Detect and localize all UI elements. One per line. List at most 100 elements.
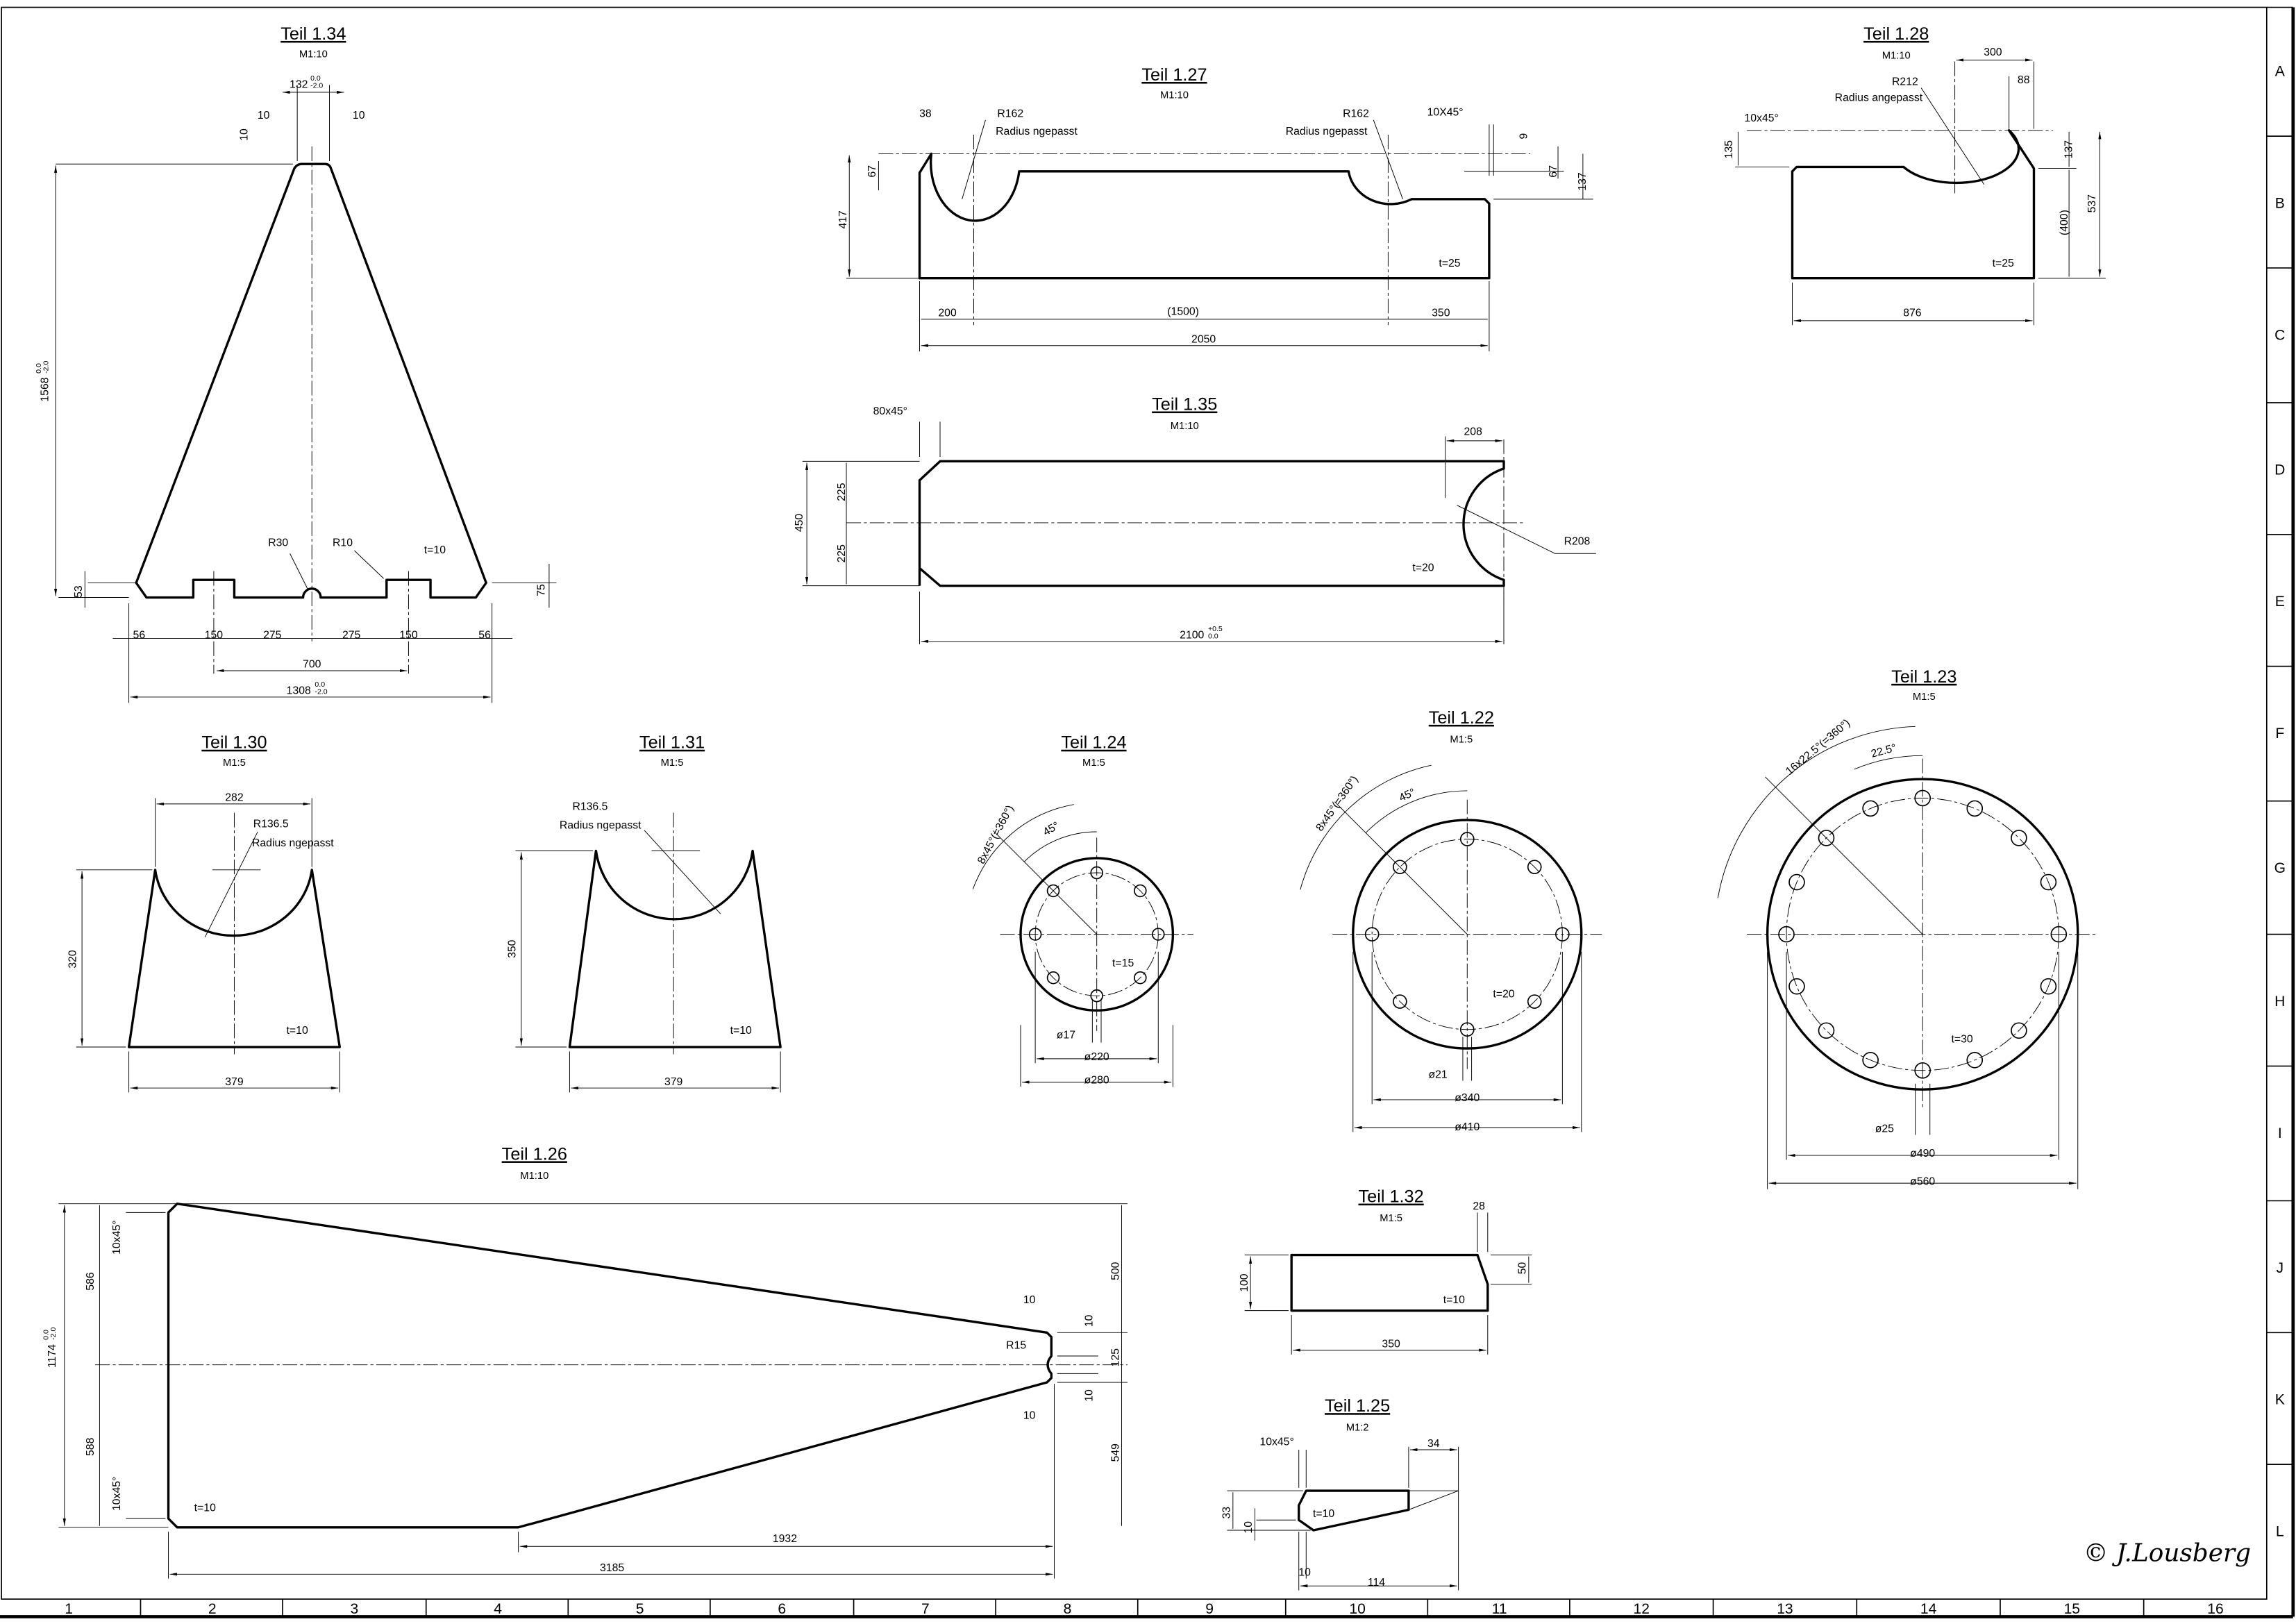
radius-label: R15 xyxy=(1006,1339,1026,1351)
dimension: ø21 xyxy=(1428,1069,1447,1080)
zone-letter: J xyxy=(2277,1260,2284,1276)
dimension: 2100 xyxy=(1180,630,1204,642)
thickness-label: t=10 xyxy=(730,1025,752,1037)
dimension: 33 xyxy=(1221,1507,1233,1519)
part-1-27 xyxy=(846,119,1593,352)
dimension: 10 xyxy=(1083,1389,1095,1402)
dimension: 100 xyxy=(1239,1273,1250,1292)
signature: © J.Lousberg xyxy=(2084,1539,2251,1567)
part-scale: M1:5 xyxy=(1380,1213,1402,1224)
part-scale: M1:10 xyxy=(1882,50,1911,61)
dimension: 350 xyxy=(506,939,518,958)
radius-label: R162 xyxy=(1343,108,1369,120)
part-title: Teil 1.31 xyxy=(639,733,705,753)
thickness-label: t=10 xyxy=(194,1502,216,1514)
tolerance-label: 0.0-2.0 xyxy=(35,361,51,374)
part-1-31 xyxy=(515,812,782,1093)
part-1-28-outline xyxy=(1791,129,2036,280)
part-1-32 xyxy=(1244,1212,1532,1355)
note: Radius ngepasst xyxy=(252,837,334,849)
dimension: 137 xyxy=(1577,172,1589,190)
thickness-label: t=10 xyxy=(287,1025,308,1037)
dimension: 282 xyxy=(225,792,243,804)
part-scale: M1:2 xyxy=(1346,1423,1369,1434)
bolt-hole xyxy=(1818,830,1835,846)
dimension: 2050 xyxy=(1191,334,1216,346)
dimension: 9 xyxy=(1518,133,1530,140)
bolt-hole xyxy=(1134,884,1147,898)
dimension: 876 xyxy=(1903,308,1922,319)
part-title: Teil 1.25 xyxy=(1325,1396,1390,1416)
tolerance-label: 0.0-2.0 xyxy=(310,74,323,90)
bolt-hole xyxy=(1090,989,1103,1003)
tolerance-lower: -2.0 xyxy=(310,82,323,90)
bolt-hole xyxy=(2011,1022,2027,1039)
bolt-hole xyxy=(1046,884,1060,898)
part-title: Teil 1.26 xyxy=(502,1144,567,1164)
bolt-hole xyxy=(1862,800,1879,817)
thickness-label: t=25 xyxy=(1439,258,1460,269)
note: Radius angepasst xyxy=(1835,92,1923,104)
dimension: 700 xyxy=(303,659,321,671)
bolt-hole xyxy=(1555,927,1570,941)
part-scale: M1:5 xyxy=(661,757,684,769)
sheet-frame xyxy=(0,6,2295,1618)
tolerance-upper: 0.0 xyxy=(42,1330,51,1340)
zone-number: 3 xyxy=(351,1601,359,1617)
dimension: ø490 xyxy=(1910,1148,1935,1160)
dimension: 53 xyxy=(73,585,85,598)
dimension: 10 xyxy=(1083,1314,1095,1327)
dimension: 28 xyxy=(1473,1200,1485,1212)
dimension: 275 xyxy=(342,630,361,642)
part-scale: M1:5 xyxy=(1082,757,1105,769)
tolerance-lower: -2.0 xyxy=(49,1328,58,1340)
bolt-hole xyxy=(1134,971,1147,985)
bolt-hole xyxy=(1028,928,1042,941)
zone-letter: C xyxy=(2274,327,2285,343)
dimension: 50 xyxy=(1517,1262,1529,1274)
dimension: 132 xyxy=(290,79,308,91)
dimension: 114 xyxy=(1368,1577,1385,1589)
chamfer-label: 80x45° xyxy=(873,405,907,417)
zone-number: 1 xyxy=(65,1601,73,1617)
bolt-hole xyxy=(1966,1052,1984,1069)
radius-label: R136.5 xyxy=(253,819,289,830)
zone-letter: D xyxy=(2274,462,2285,478)
part-scale: M1:10 xyxy=(520,1171,548,1182)
thickness-label: t=15 xyxy=(1112,957,1134,969)
dimension: 200 xyxy=(938,308,957,319)
dimension: 34 xyxy=(1427,1438,1440,1450)
tolerance-upper: 0.0 xyxy=(35,363,43,374)
bolt-hole xyxy=(2011,830,2027,846)
zone-number: 5 xyxy=(636,1601,644,1617)
part-title: Teil 1.28 xyxy=(1863,24,1929,44)
dimension: 56 xyxy=(133,630,146,642)
dimension: 56 xyxy=(478,630,491,642)
part-1-28 xyxy=(1735,58,2106,326)
radius-label: R162 xyxy=(997,108,1023,120)
zone-number: 4 xyxy=(494,1601,502,1617)
radius-label: R208 xyxy=(1564,536,1591,548)
bolt-hole xyxy=(1459,832,1475,846)
bolt-hole xyxy=(1364,927,1380,941)
dimension: 10 xyxy=(1298,1566,1311,1578)
part-title: Teil 1.27 xyxy=(1141,65,1207,85)
part-1-25 xyxy=(1227,1446,1459,1591)
bolt-hole xyxy=(2040,978,2057,995)
radius-label: R30 xyxy=(268,537,288,549)
part-1-32-outline xyxy=(1290,1253,1489,1312)
part-title: Teil 1.35 xyxy=(1152,395,1217,415)
dimension: (1500) xyxy=(1167,305,1199,317)
tolerance-upper: 0.0 xyxy=(315,680,325,689)
dimension: 75 xyxy=(536,584,548,596)
bolt-hole xyxy=(1393,860,1407,875)
dimension: 379 xyxy=(225,1076,244,1088)
chamfer-label: 10X45° xyxy=(1427,107,1464,119)
zone-letter: H xyxy=(2274,994,2285,1010)
dimension: ø340 xyxy=(1455,1092,1480,1104)
bolt-hole xyxy=(1862,1052,1879,1069)
part-title: Teil 1.34 xyxy=(280,24,346,44)
dimension: 225 xyxy=(836,544,848,563)
zone-letter: E xyxy=(2275,594,2285,610)
